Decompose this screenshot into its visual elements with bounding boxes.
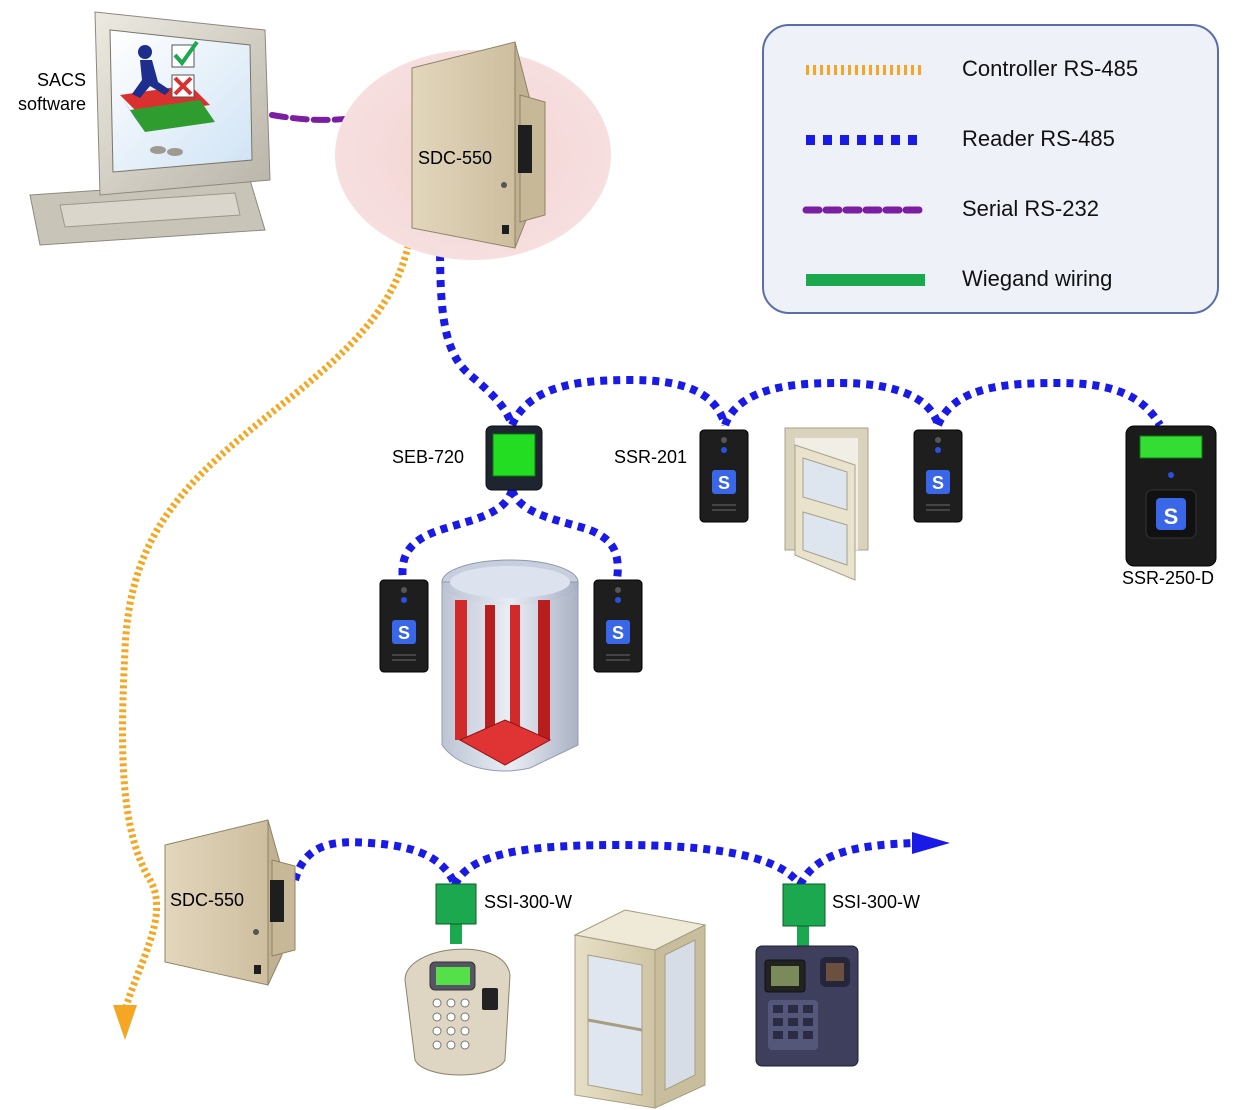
proximity-reader-icon: S bbox=[699, 429, 749, 523]
door-icon bbox=[784, 427, 869, 581]
svg-text:S: S bbox=[1164, 504, 1179, 529]
wiegand-interface-icon bbox=[435, 883, 477, 925]
keypad-reader-icon bbox=[404, 948, 511, 1076]
reader-rs485-link-seb-to-right-reader bbox=[508, 488, 622, 581]
reader-rs485-link-to-ssr250d bbox=[934, 378, 1164, 428]
ssr250d-label: SSR-250-D bbox=[1122, 568, 1214, 588]
wiegand-interface-icon bbox=[782, 883, 826, 927]
ssr201-label: SSR-201 bbox=[614, 447, 687, 467]
ssi300w-label-2: SSI-300-W bbox=[832, 892, 920, 912]
reader-rs485-link-controller-to-seb bbox=[436, 227, 516, 427]
proximity-reader-icon: S bbox=[913, 429, 963, 523]
expansion-board-icon bbox=[485, 425, 543, 491]
controller-rs485-arrow bbox=[113, 1005, 137, 1040]
reader-rs485-link-sdc-to-ssi1 bbox=[291, 838, 459, 887]
reader-rs485-link-ssi1-to-ssi2 bbox=[451, 840, 804, 888]
booth-door-icon bbox=[573, 909, 707, 1109]
legend-label-controller: Controller RS-485 bbox=[962, 56, 1138, 81]
legend: Controller RS-485 Reader RS-485 Serial R… bbox=[762, 24, 1219, 314]
controller-cabinet-icon bbox=[411, 41, 546, 249]
controller-cabinet-icon bbox=[164, 819, 296, 986]
sdc550-top-label: SDC-550 bbox=[418, 148, 492, 168]
legend-label-serial: Serial RS-232 bbox=[962, 196, 1099, 221]
proximity-reader-icon: S bbox=[593, 579, 643, 673]
proximity-reader-icon: S bbox=[379, 579, 429, 673]
seb720-label: SEB-720 bbox=[392, 447, 464, 467]
wiegand-link-1 bbox=[450, 924, 462, 944]
reader-rs485-arrow bbox=[912, 832, 950, 854]
turnstile-icon bbox=[441, 559, 579, 772]
svg-text:S: S bbox=[612, 623, 624, 643]
fingerprint-reader-icon bbox=[755, 945, 859, 1067]
display-reader-icon: S bbox=[1125, 425, 1217, 567]
reader-rs485-link-ssr201-to-ssr201 bbox=[721, 378, 942, 427]
svg-text:S: S bbox=[718, 473, 730, 493]
controller-rs485-link bbox=[119, 227, 416, 1012]
sacs-label-line2: software bbox=[18, 94, 86, 114]
computer-icon bbox=[29, 11, 271, 246]
reader-rs485-link-ssi2-onward bbox=[796, 839, 916, 887]
legend-label-reader: Reader RS-485 bbox=[962, 126, 1115, 151]
wiegand-link-2 bbox=[797, 924, 809, 946]
sdc550-bottom-label: SDC-550 bbox=[170, 890, 244, 910]
reader-rs485-link-seb-to-ssr201 bbox=[508, 375, 729, 427]
legend-label-wiegand: Wiegand wiring bbox=[962, 266, 1112, 291]
svg-text:S: S bbox=[932, 473, 944, 493]
svg-text:S: S bbox=[398, 623, 410, 643]
sacs-label-line1: SACS bbox=[37, 70, 86, 90]
ssi300w-label-1: SSI-300-W bbox=[484, 892, 572, 912]
reader-rs485-link-seb-to-left-reader bbox=[398, 488, 516, 581]
